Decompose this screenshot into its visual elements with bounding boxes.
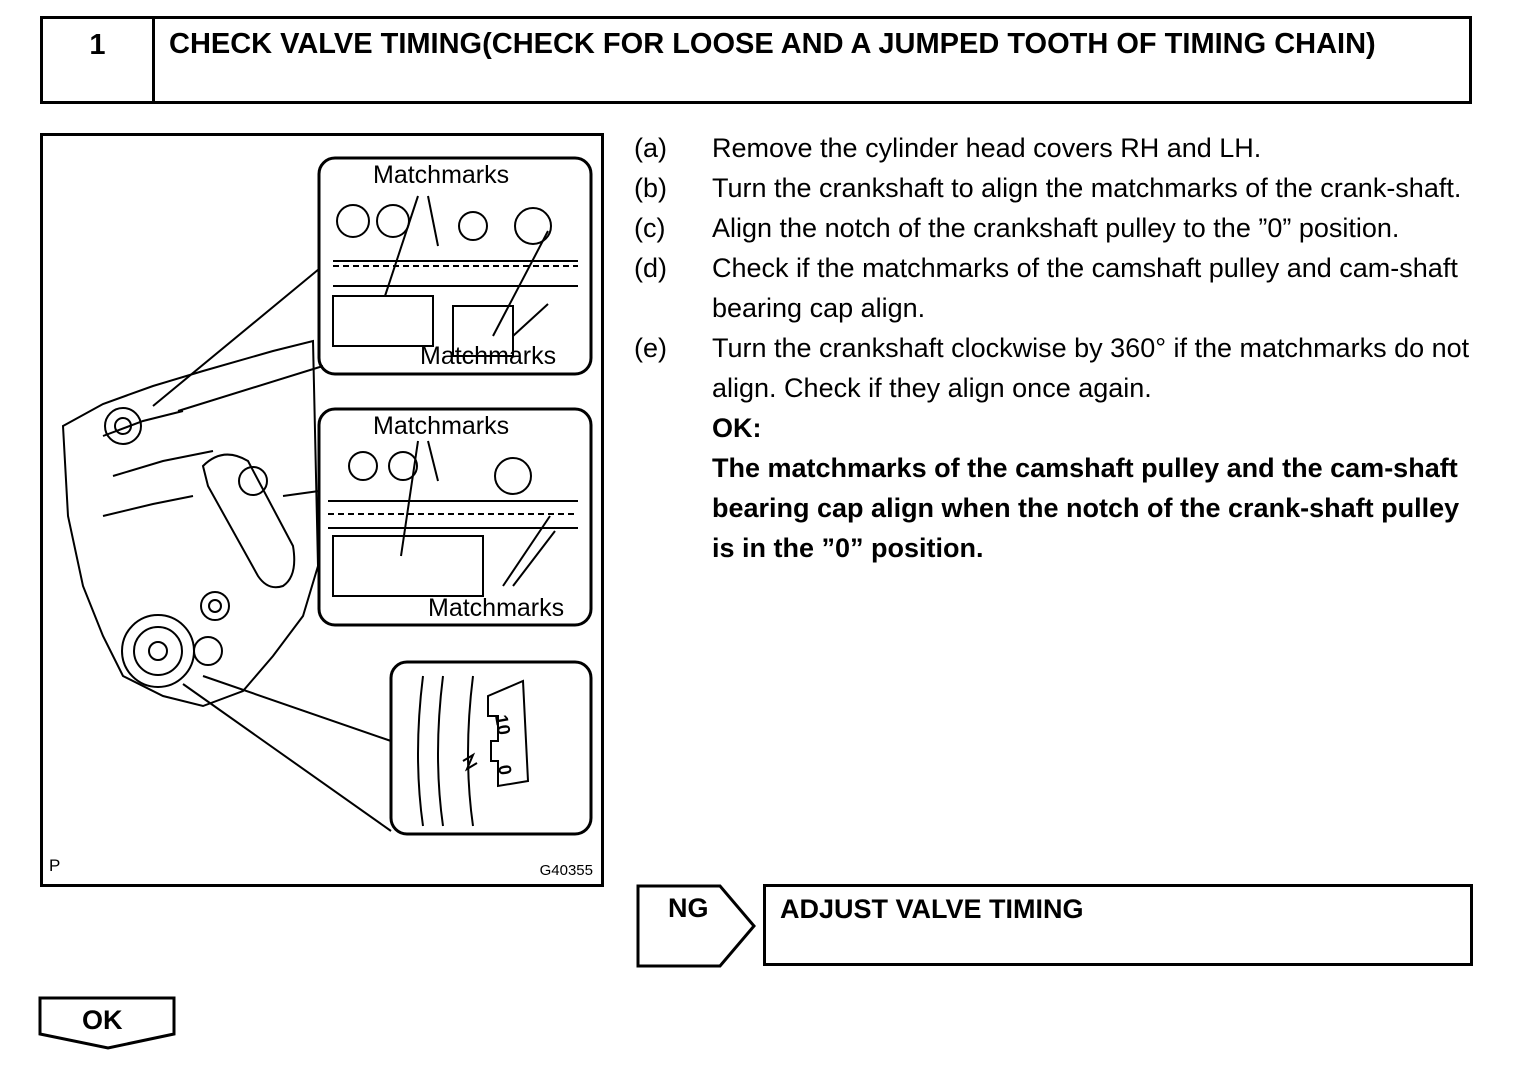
instruction-text: Align the notch of the crankshaft pulley… [712,213,1400,243]
instruction-letter: (d) [634,253,667,283]
ng-arrow-shape[interactable] [636,884,758,968]
instruction-text: Turn the crankshaft to align the matchma… [712,173,1462,203]
instruction-item: (b) Turn the crankshaft to align the mat… [634,168,1484,208]
callout-matchmarks-top-upper: Matchmarks [373,161,509,189]
instruction-text: Turn the crankshaft clockwise by 360° if… [712,333,1470,403]
ok-label: OK [82,1005,123,1035]
step-header: 1 CHECK VALVE TIMING(CHECK FOR LOOSE AND… [40,16,1472,104]
ng-action-box[interactable]: ADJUST VALVE TIMING [763,884,1473,966]
ok-arrow-shape[interactable] [38,996,178,1050]
instruction-letter: (a) [634,133,667,163]
figure-corner-label: P [49,856,61,875]
figure-code: G40355 [539,862,593,879]
callout-matchmarks-mid-lower: Matchmarks [428,594,564,622]
engine-illustration: Matchmarks Matchmarks Matchmarks Matchma… [40,133,604,887]
ng-label: NG [668,893,709,923]
instruction-item: (c) Align the notch of the crankshaft pu… [634,208,1484,248]
instruction-list: (a) Remove the cylinder head covers RH a… [634,128,1484,568]
pulley-mark-0: 0 [494,763,515,776]
engine-drawing: Matchmarks Matchmarks Matchmarks Matchma… [61,156,593,836]
ok-criteria-text: The matchmarks of the camshaft pulley an… [712,453,1460,563]
callout-matchmarks-top-lower: Matchmarks [420,342,556,370]
instruction-text: Remove the cylinder head covers RH and L… [712,133,1262,163]
ng-action-text: ADJUST VALVE TIMING [780,894,1084,924]
ok-criteria: OK: The matchmarks of the camshaft pulle… [712,408,1484,568]
ok-criteria-label: OK: [712,413,762,443]
instruction-text: Check if the matchmarks of the camshaft … [712,253,1458,323]
instruction-letter: (e) [634,333,667,363]
instruction-item: (e) Turn the crankshaft clockwise by 360… [634,328,1484,408]
pulley-mark-10: 10 [491,713,514,736]
instruction-item: (d) Check if the matchmarks of the camsh… [634,248,1484,328]
instruction-item: (a) Remove the cylinder head covers RH a… [634,128,1484,168]
instruction-letter: (b) [634,173,667,203]
callout-matchmarks-mid-upper: Matchmarks [373,412,509,440]
instruction-letter: (c) [634,213,666,243]
step-title: CHECK VALVE TIMING(CHECK FOR LOOSE AND A… [169,28,1376,60]
step-number: 1 [43,19,155,101]
